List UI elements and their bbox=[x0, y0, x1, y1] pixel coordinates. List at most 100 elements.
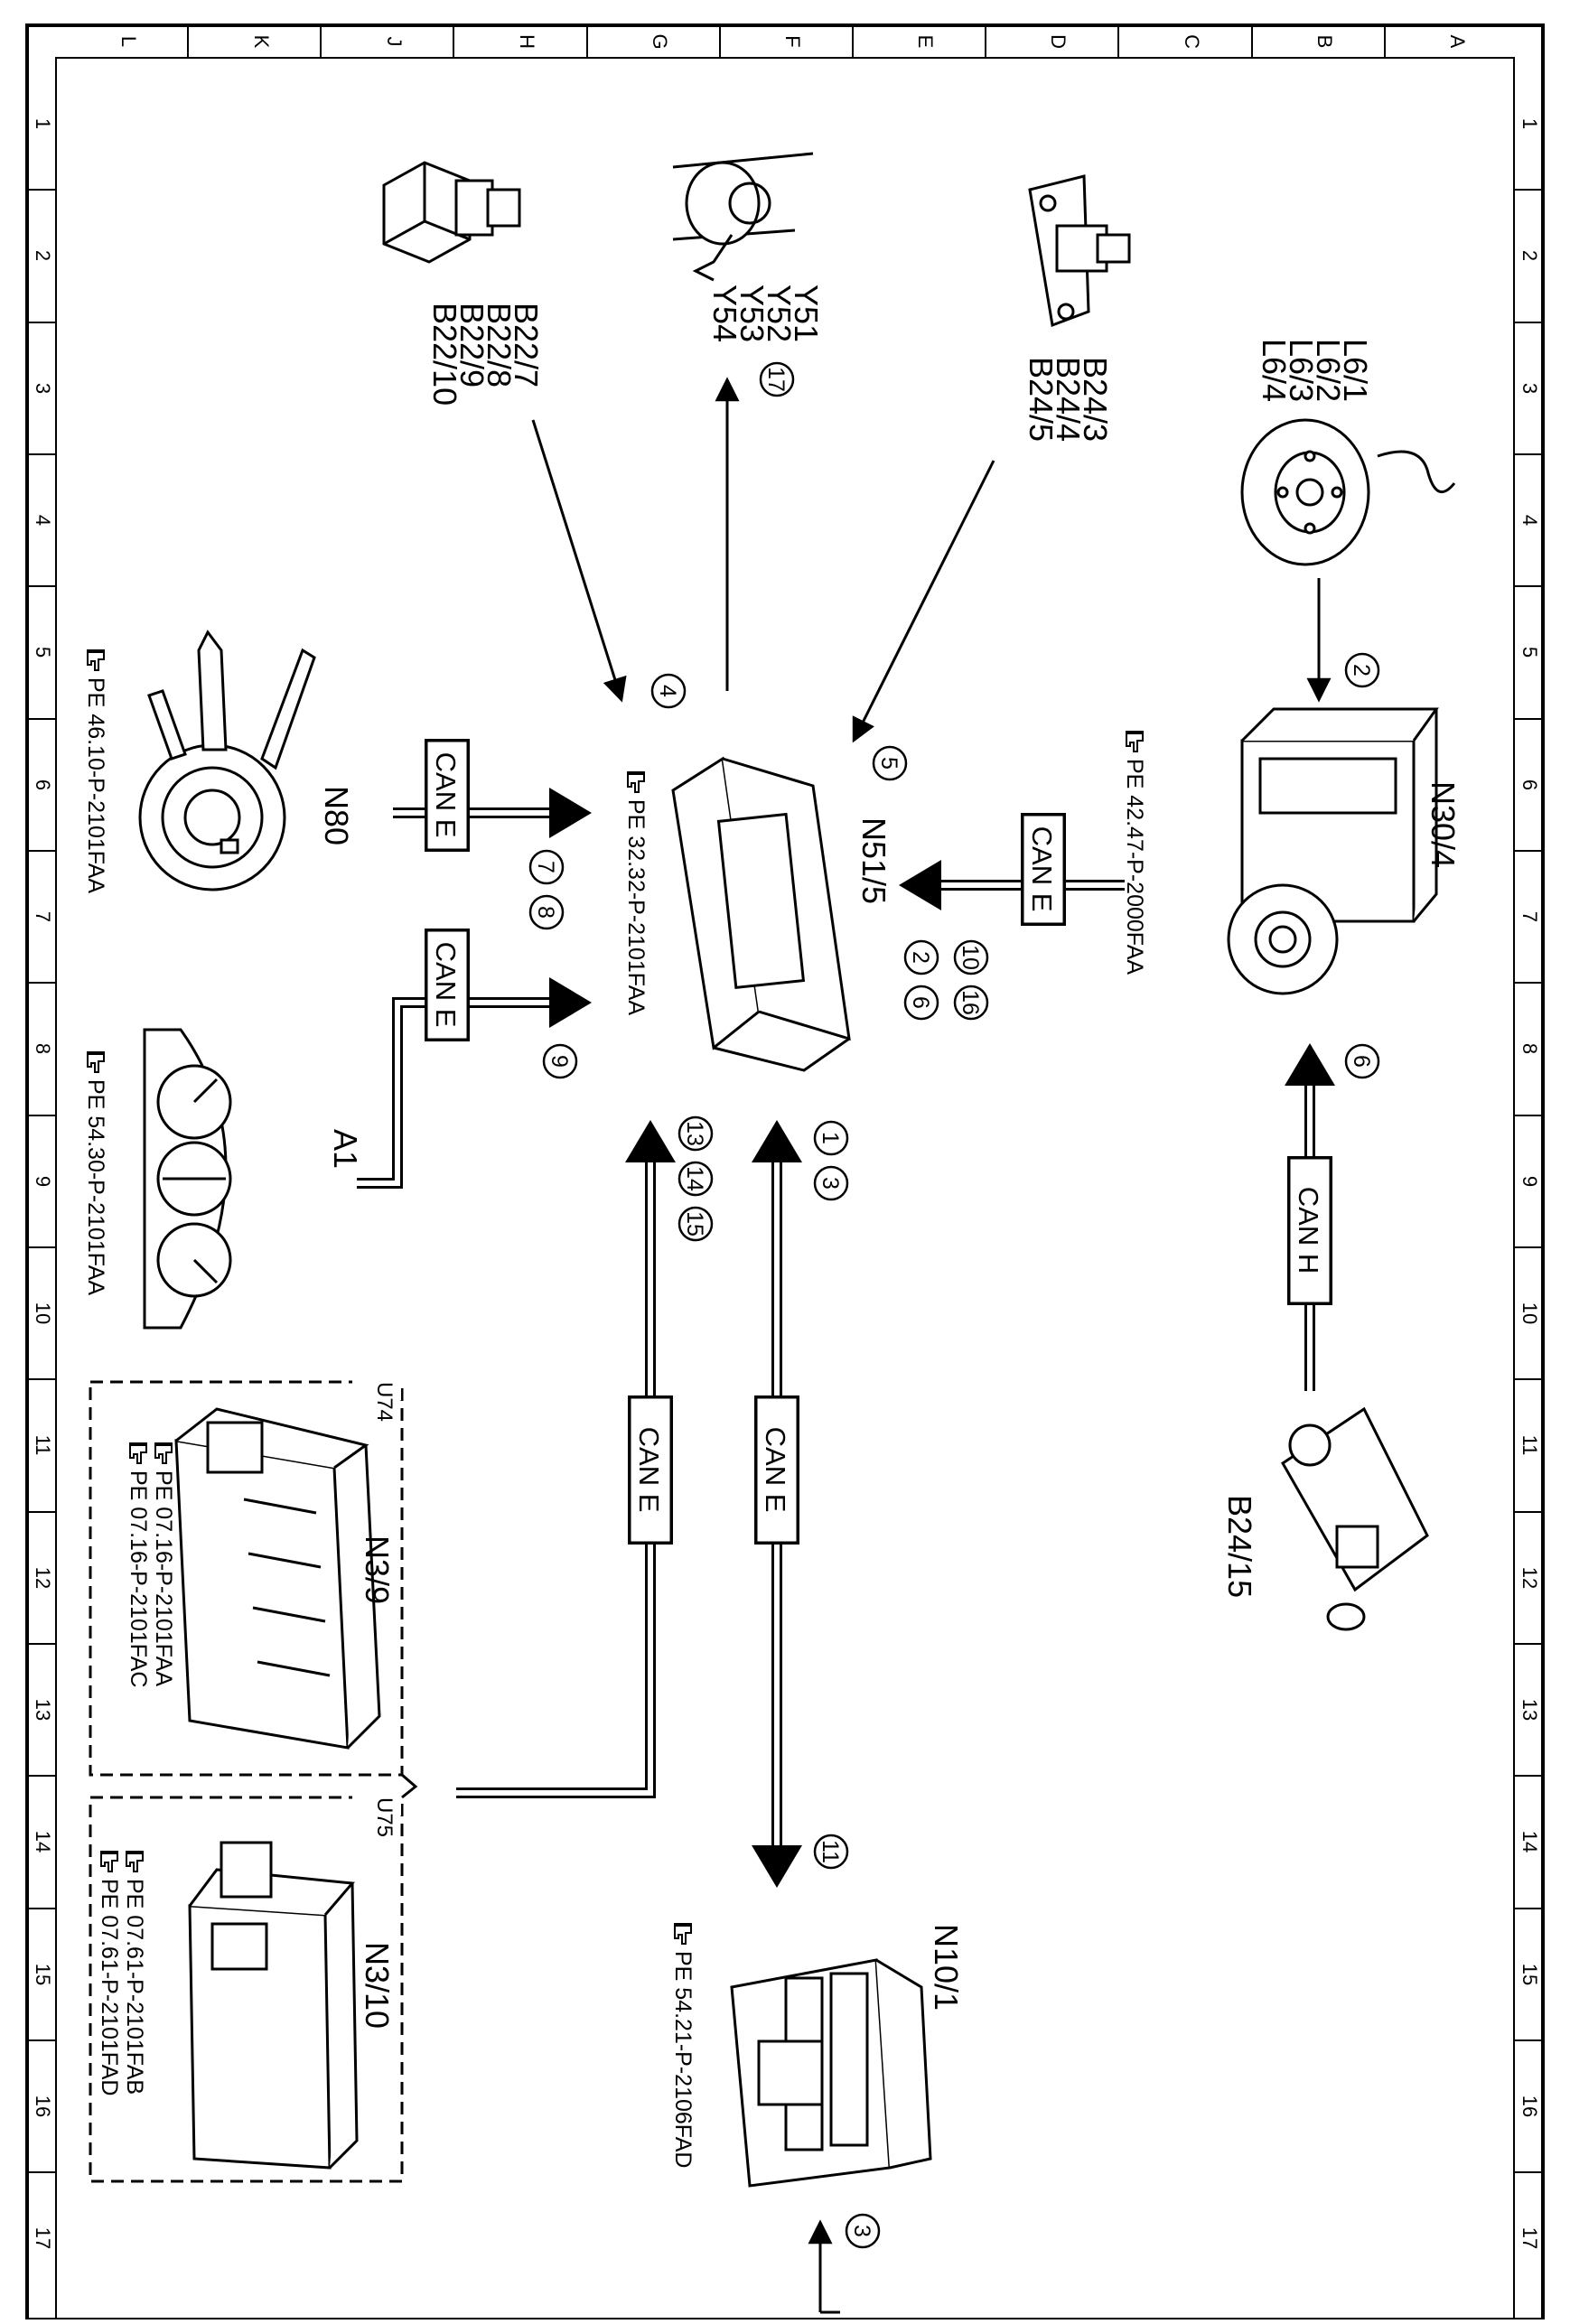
row-label: 6 bbox=[1519, 779, 1541, 790]
callout-label: 3 bbox=[818, 1177, 843, 1190]
n30-4-ref: PE 42.47-P-2000FAA bbox=[1122, 759, 1147, 975]
row-label: 10 bbox=[32, 1302, 54, 1324]
row-label: 16 bbox=[1519, 2095, 1541, 2117]
row-label: 14 bbox=[1519, 1831, 1541, 1853]
pointing-hand-icon bbox=[87, 1051, 105, 1073]
b24-15-label: B24/15 bbox=[1221, 1495, 1258, 1598]
row-label: 4 bbox=[32, 515, 54, 526]
n10-1-ref: PE 54.21-P-2106FAD bbox=[670, 1951, 696, 2168]
callout-label: 10 bbox=[958, 945, 983, 970]
callout-label: 7 bbox=[533, 861, 558, 873]
callout-label: 16 bbox=[958, 990, 983, 1015]
column-label: D bbox=[1047, 34, 1070, 49]
b24-15-sensor-drawing bbox=[1281, 1406, 1429, 1631]
n3-9-ref: PE 07.16-P-2101FAC bbox=[126, 1470, 151, 1687]
column-label: H bbox=[516, 34, 538, 49]
bus-label-text: CAN E bbox=[430, 942, 462, 1028]
row-label: 9 bbox=[1519, 1176, 1541, 1187]
u75-variant-box: U75 bbox=[89, 1788, 404, 2183]
n3-9-engine-ecu-drawing bbox=[174, 1407, 381, 1750]
row-label: 5 bbox=[1519, 647, 1541, 658]
row-label: 10 bbox=[1519, 1302, 1541, 1324]
row-label: 1 bbox=[1519, 118, 1541, 129]
callout-label: 17 bbox=[763, 367, 789, 392]
n30-4-label: N30/4 bbox=[1425, 781, 1462, 868]
row-label: 15 bbox=[1519, 1964, 1541, 1985]
b22-sensor-drawing bbox=[382, 161, 521, 264]
row-labels-right: 1 2 3 4 5 6 7 8 9 10 11 12 13 14 15 16 1… bbox=[1519, 118, 1541, 2249]
u75-label: U75 bbox=[372, 1797, 397, 1837]
row-grid bbox=[27, 189, 1543, 2173]
bus-label-text: CAN E bbox=[430, 752, 462, 838]
callout-label: 1 bbox=[818, 1132, 843, 1144]
a1-instrument-cluster-drawing bbox=[143, 1028, 232, 1330]
y5x-label: Y54 bbox=[706, 285, 743, 342]
callout-label: 6 bbox=[908, 996, 933, 1009]
n3-9-ref: PE 07.16-P-2101FAA bbox=[151, 1470, 176, 1686]
row-label: 11 bbox=[1519, 1435, 1541, 1456]
bus-label-a1: CAN E bbox=[425, 929, 470, 1041]
b24-label: B24/3 bbox=[1077, 357, 1114, 442]
callout-label: 14 bbox=[682, 1166, 707, 1191]
n30-4-esp-drawing bbox=[1227, 707, 1439, 995]
row-label: 4 bbox=[1519, 515, 1541, 526]
pointing-hand-icon bbox=[154, 1442, 173, 1464]
row-label: 14 bbox=[32, 1831, 54, 1853]
n3-10-label: N3/10 bbox=[359, 1942, 396, 2029]
pointing-hand-icon bbox=[627, 771, 645, 793]
row-label: 3 bbox=[1519, 383, 1541, 394]
n80-ref: PE 46.10-P-2101FAA bbox=[83, 677, 108, 893]
row-label: 8 bbox=[32, 1043, 54, 1054]
callout-label: 15 bbox=[682, 1211, 707, 1237]
row-label: 6 bbox=[32, 779, 54, 790]
column-label: G bbox=[649, 33, 671, 49]
n10-1-sam-drawing bbox=[730, 1958, 932, 2188]
column-label: F bbox=[781, 35, 804, 47]
bus-label-n80: CAN E bbox=[425, 739, 470, 852]
row-label: 9 bbox=[32, 1176, 54, 1187]
y5x-label: Y51 bbox=[788, 285, 825, 342]
component-labels: B22/7 B22/8 B22/9 B22/10 Y51 Y52 Y53 Y54… bbox=[318, 285, 1462, 2029]
column-grid bbox=[187, 25, 1386, 58]
row-label: 16 bbox=[32, 2095, 54, 2117]
bus-label-engine: CAN E bbox=[628, 1395, 673, 1545]
row-label: 11 bbox=[32, 1435, 54, 1456]
callout-label: 6 bbox=[1349, 1055, 1374, 1068]
callout-label: 9 bbox=[547, 1055, 572, 1068]
column-label: E bbox=[914, 35, 937, 49]
pointing-hand-icon bbox=[126, 1851, 144, 1872]
pointing-hand-icon bbox=[1126, 731, 1144, 752]
row-label: 7 bbox=[32, 911, 54, 922]
n3-10-ref: PE 07.61-P-2101FAB bbox=[122, 1879, 147, 2095]
pointing-hand-icon bbox=[674, 1923, 692, 1945]
row-labels-left: 1 2 3 4 5 6 7 8 9 10 11 12 13 14 15 16 1… bbox=[32, 118, 54, 2249]
n80-steering-module-drawing bbox=[138, 630, 316, 891]
bus-label-text: CAN E bbox=[760, 1427, 791, 1513]
b24-label: B24/5 bbox=[1023, 357, 1060, 442]
y5x-label: Y53 bbox=[734, 285, 771, 342]
u74-u75-bracket bbox=[401, 1773, 418, 1799]
n3-10-ref: PE 07.61-P-2101FAD bbox=[97, 1879, 122, 2095]
b22-label: B22/9 bbox=[453, 303, 491, 387]
row-label: 3 bbox=[32, 383, 54, 394]
n51-5-control-unit-drawing bbox=[671, 756, 851, 1072]
row-label: 12 bbox=[32, 1567, 54, 1589]
column-label: A bbox=[1446, 35, 1469, 49]
callout-label: 3 bbox=[849, 2225, 874, 2237]
u74-label: U74 bbox=[372, 1382, 397, 1422]
u74-variant-box: U74 bbox=[89, 1373, 404, 1777]
l6-speed-sensor-drawing bbox=[1240, 418, 1456, 566]
signal-lines bbox=[531, 377, 1332, 743]
pe-references: PE 42.47-P-2000FAA PE 32.32-P-2101FAA PE… bbox=[83, 649, 1147, 2168]
column-label: J bbox=[383, 37, 406, 47]
row-label: 17 bbox=[1519, 2227, 1541, 2249]
bus-label-text: CAN H bbox=[1293, 1187, 1324, 1274]
pointing-hand-icon bbox=[87, 649, 105, 671]
b22-label: B22/8 bbox=[481, 303, 518, 387]
a1-ref: PE 54.30-P-2101FAA bbox=[83, 1079, 108, 1295]
b22-label: B22/10 bbox=[426, 303, 463, 406]
n3-9-label: N3/9 bbox=[359, 1535, 396, 1604]
b22-label: B22/7 bbox=[508, 303, 545, 387]
